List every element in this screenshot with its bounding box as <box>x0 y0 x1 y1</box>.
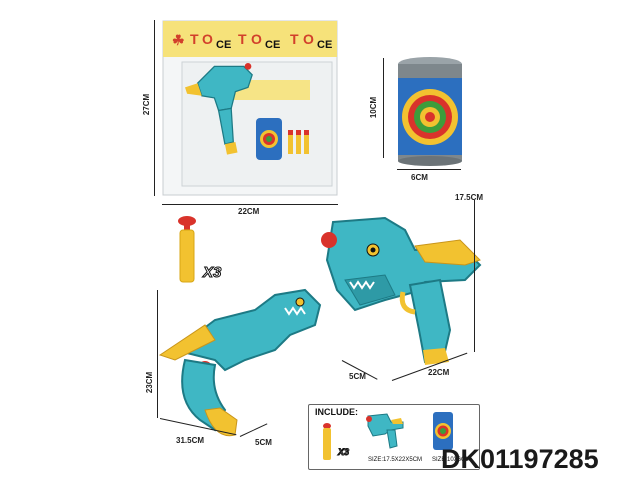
dino-pistol <box>315 210 485 370</box>
include-gun-size: SIZE:17.5X22X5CM <box>368 457 423 463</box>
can-width-label: 6CM <box>411 173 428 182</box>
svg-text:O: O <box>251 31 262 47</box>
product-code-watermark: DK01197285 <box>441 444 599 474</box>
svg-text:T: T <box>290 31 299 47</box>
include-gun <box>365 410 405 450</box>
include-can-size: SIZE:10X6CM <box>432 457 471 463</box>
package-height-label: 27CM <box>142 93 152 116</box>
can-height-line <box>383 58 384 158</box>
svg-text:CE: CE <box>216 39 231 51</box>
can-illustration <box>398 57 462 166</box>
svg-text:T: T <box>190 31 199 47</box>
pistol-height-line <box>474 200 475 352</box>
can-height-label: 10CM <box>369 96 379 119</box>
svg-text:CE: CE <box>265 39 280 51</box>
rex-width-label: 31.5CM <box>176 436 205 445</box>
can-width-line <box>397 169 461 170</box>
dart-count-label: X3 <box>202 264 222 282</box>
svg-text:CE: CE <box>317 39 332 51</box>
svg-text:O: O <box>202 31 213 47</box>
include-can <box>432 410 454 452</box>
include-title: INCLUDE: <box>315 407 358 417</box>
svg-text:O: O <box>303 31 314 47</box>
svg-text:T: T <box>238 31 247 47</box>
dino-rex-gun <box>155 280 330 445</box>
rex-depth-label: 5CM <box>255 438 272 447</box>
pistol-depth-label: 5CM <box>349 372 366 381</box>
pistol-height-label: 17.5CM <box>455 193 484 202</box>
dart-illustration <box>176 215 198 285</box>
rex-height-line <box>157 290 158 418</box>
include-count-label: X3 <box>337 447 350 458</box>
include-dart <box>322 422 332 462</box>
package-width-label: 22CM <box>238 207 260 216</box>
package-height-line <box>154 20 155 196</box>
rex-height-label: 23CM <box>145 371 155 394</box>
pistol-width-label: 22CM <box>428 368 450 377</box>
can-target <box>395 55 465 167</box>
svg-text:☘: ☘ <box>172 32 185 48</box>
package-width-line <box>162 204 338 205</box>
